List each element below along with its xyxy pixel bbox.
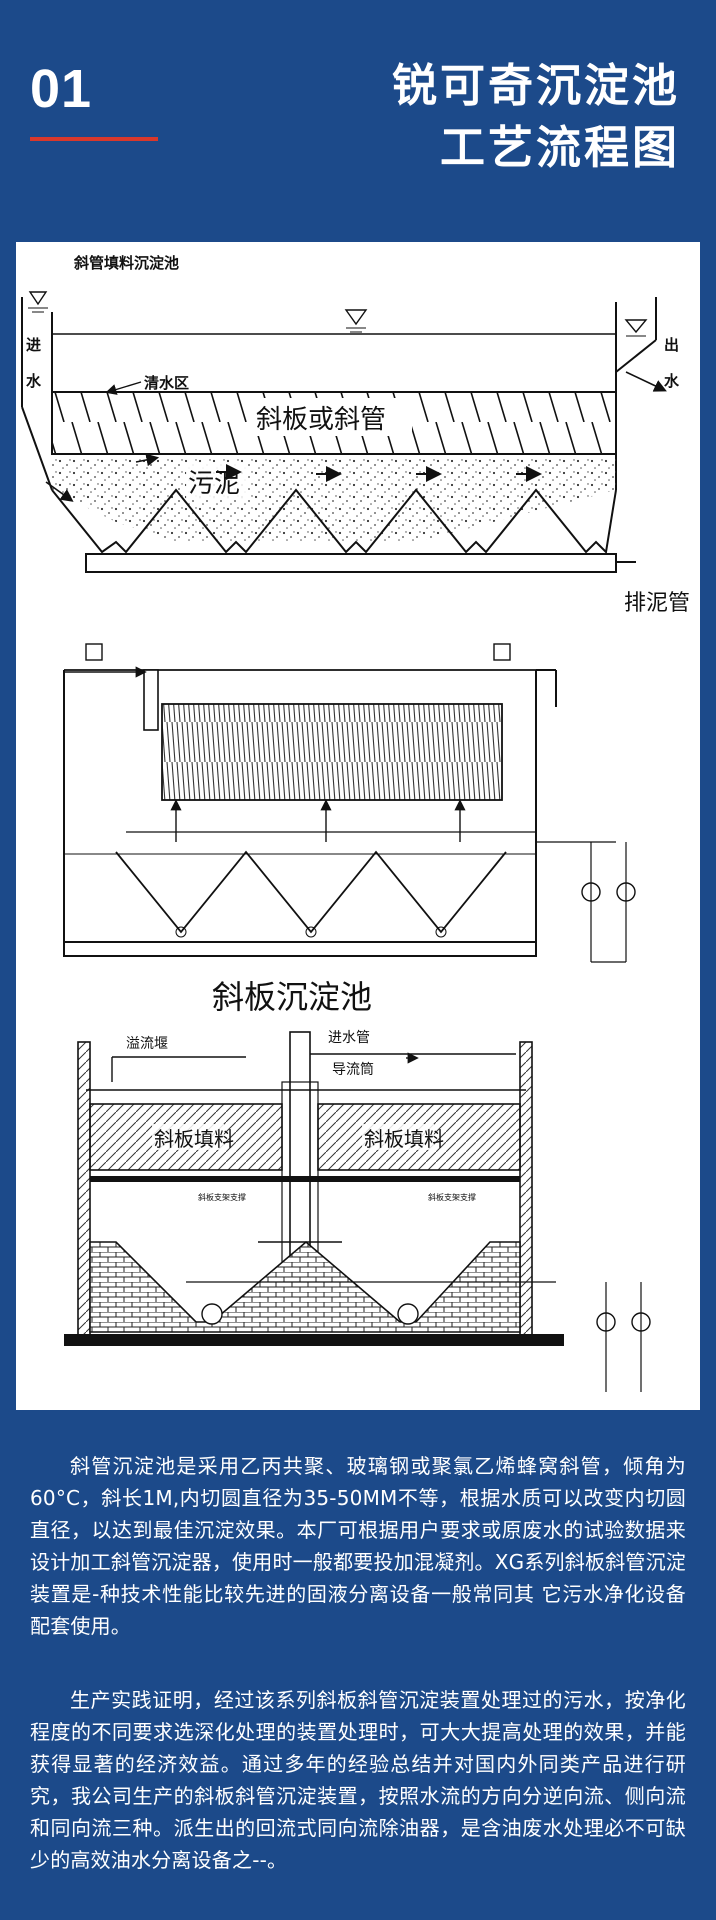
sludge-pipe-label: 排泥管	[624, 591, 690, 616]
inclined-tube-settler-diagram: 斜管填料沉淀池 进水 出水 斜板或斜管 清水区 污泥	[21, 254, 690, 616]
sludge-label: 污泥	[188, 469, 240, 499]
paragraph-2: 生产实践证明，经过该系列斜板斜管沉淀装置处理过的污水，按净化程度的不同要求选深化…	[30, 1688, 686, 1872]
plates-label: 斜板或斜管	[256, 405, 386, 435]
top-diagram-caption: 斜管填料沉淀池	[73, 254, 179, 272]
page-title: 锐可奇沉淀池 工艺流程图	[260, 55, 680, 179]
description-text: 斜管沉淀池是采用乙丙共聚、玻璃钢或聚氯乙烯蜂窝斜管，倾角为60°C，斜长1M,内…	[30, 1450, 686, 1918]
section-number: 01	[30, 59, 93, 119]
overflow-weir-label: 溢流堰	[126, 1036, 168, 1052]
process-diagram-panel: 斜管填料沉淀池 进水 出水 斜板或斜管 清水区 污泥	[16, 242, 700, 1410]
page-title-line-2: 工艺流程图	[439, 121, 680, 174]
paragraph-1: 斜管沉淀池是采用乙丙共聚、玻璃钢或聚氯乙烯蜂窝斜管，倾角为60°C，斜长1M,内…	[30, 1454, 686, 1638]
outlet-label: 出水	[664, 336, 680, 390]
inlet-label: 进水	[26, 336, 42, 390]
fill-right-label: 斜板填料	[364, 1127, 444, 1151]
inlet-pipe-label: 进水管	[328, 1030, 370, 1046]
clear-zone-label: 清水区	[144, 374, 189, 392]
page-title-line-1: 锐可奇沉淀池	[391, 59, 680, 112]
fill-left-label: 斜板填料	[154, 1127, 234, 1151]
plate-fill-settler-diagram: 溢流堰 进水管 导流筒 斜板填料 斜板填料 斜板支架支撑 斜板支架支撑	[64, 1030, 651, 1392]
process-diagram: 斜管填料沉淀池 进水 出水 斜板或斜管 清水区 污泥	[21, 254, 690, 1392]
guide-tube-label: 导流筒	[332, 1061, 374, 1078]
section-underline	[30, 137, 158, 141]
support-right-label: 斜板支架支撑	[428, 1192, 476, 1202]
inclined-plate-settler-diagram: 斜板沉淀池	[63, 643, 636, 1016]
support-left-label: 斜板支架支撑	[198, 1192, 246, 1202]
middle-diagram-caption: 斜板沉淀池	[212, 978, 372, 1016]
